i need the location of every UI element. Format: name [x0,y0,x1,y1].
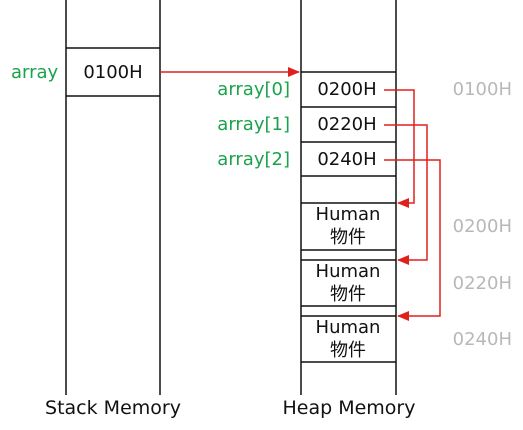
stack-variable-label: array [11,62,59,83]
array-entry-value-0: 0200H [317,79,376,100]
array-base-address: 0100H [453,79,512,100]
human-object-0: Human 物件 [301,202,396,251]
stack-cell: 0100H [66,47,160,97]
human-object-1: Human 物件 [301,259,396,307]
human-object-2-address: 0240H [453,329,512,350]
array-entry-label-2: array[2] [217,149,290,170]
human-object-2-line1: Human [316,317,381,338]
array-entry-value-2: 0240H [317,149,376,170]
array-entry-label-1: array[1] [217,114,290,135]
human-object-1-line2: 物件 [330,284,366,305]
human-object-1-address: 0220H [453,273,512,294]
stack-memory-caption: Stack Memory [45,397,181,419]
stack-variable-value: 0100H [83,62,142,83]
human-object-1-line1: Human [316,261,381,282]
human-object-0-address: 0200H [453,216,512,237]
array-entry-value-1: 0220H [317,114,376,135]
array-entry-label-0: array[0] [217,79,290,100]
human-object-0-line2: 物件 [330,227,366,248]
human-object-2: Human 物件 [301,315,396,363]
heap-array-block: 0200H 0220H 0240H [301,71,396,177]
pointer-arrow-0 [384,89,415,208]
human-object-0-line1: Human [316,204,381,225]
heap-memory-caption: Heap Memory [283,397,416,419]
pointer-arrow-1 [384,124,428,265]
pointer-arrow-2 [384,159,441,321]
human-object-2-line2: 物件 [330,340,366,361]
